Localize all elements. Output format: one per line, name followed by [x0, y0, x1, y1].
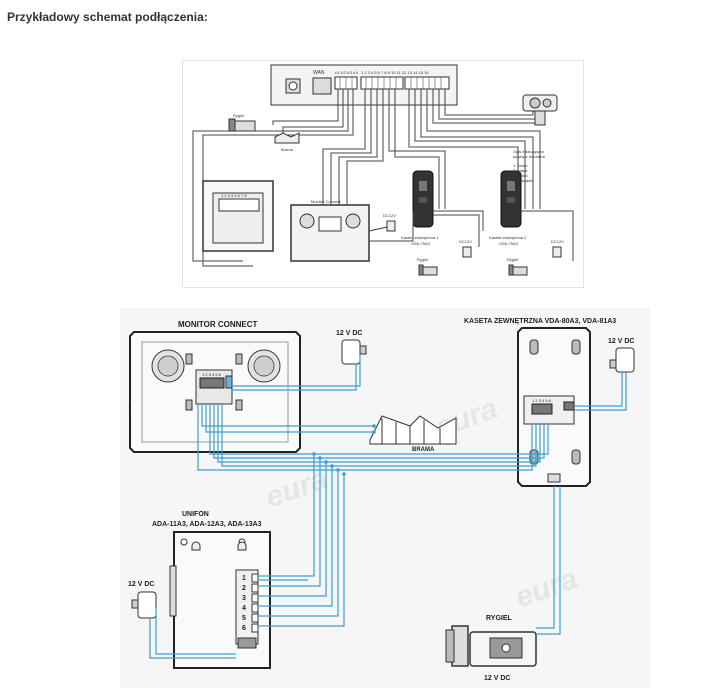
psu-station-2: [552, 246, 562, 258]
num-terminals-label: 1 2 3 4 5 6 7 8 9 10 11 12 13 14 15 16: [361, 70, 429, 75]
door-station-2: [500, 170, 522, 228]
gate-label-top: Brama: [281, 147, 294, 152]
wiring-diagram-bottom-svg: eura eura eura eura eura MONITOR CONNECT…: [121, 318, 635, 682]
handset-pins: 1 2 3 4 5 6: [242, 575, 246, 632]
psu-top-label: 12 V DC: [336, 330, 362, 337]
wiring-diagram-bottom: eura eura eura eura eura MONITOR CONNECT…: [120, 308, 650, 688]
gate-label: BRAMA: [412, 447, 435, 453]
psu-top: [341, 339, 367, 365]
wan-label: WAN: [313, 70, 325, 76]
handset-models: ADA-11A3, ADA-12A3, ADA-13A3: [152, 521, 262, 528]
handset-pin-2: 2: [242, 585, 246, 592]
handset-pin-5: 5: [242, 615, 246, 622]
monitor-connect: [129, 331, 301, 453]
terminal-block-1: [360, 76, 404, 90]
camera: [522, 94, 558, 126]
handset-unit: [202, 180, 274, 252]
handset-pin-1: 1: [242, 575, 246, 582]
lock-bottom-1-label: Rygiel: [417, 257, 428, 262]
psu-monitor: [386, 220, 396, 232]
controller-wires: [192, 89, 544, 267]
psu-station: [609, 347, 635, 373]
monitor-title: MONITOR CONNECT: [178, 320, 258, 329]
page-heading: Przykładowy schemat podłączenia:: [7, 10, 208, 24]
legend-item-3: 3. Video: [513, 173, 528, 178]
dc12v-monitor-label: DC12V: [383, 213, 396, 218]
legend-item-2: 2. Masa: [513, 168, 528, 173]
wiring-diagram-top-svg: WAN K1 K2 K3 K4 1 2 3 4 5 6 7 8 9 10 11 …: [192, 64, 574, 276]
lock-bottom-2-label: Rygiel: [507, 257, 518, 262]
door-station-2-model: VDA-75A3: [499, 241, 519, 246]
gate-icon-top: [274, 132, 300, 144]
handset-pin-3: 3: [242, 595, 246, 602]
psu-handset: [131, 591, 157, 619]
handset-pin-6: 6: [242, 625, 246, 632]
monitor-label-top: Monitor Connect: [311, 199, 341, 204]
door-station-1-model: VDA-75A3: [411, 241, 431, 246]
station-wires: [369, 210, 574, 261]
connection-wires: [149, 354, 627, 659]
psu-lock-label: 12 V DC: [484, 675, 510, 682]
dc12v-station1-label: DC12V: [459, 239, 472, 244]
monitor-terminal-label: 1 2 3 4 5 6: [202, 372, 222, 377]
psu-handset-label: 12 V DC: [128, 581, 154, 588]
legend-title-1: Opis żyłaczących: [513, 149, 544, 154]
door-station-2-label: Kaseta zewnętrzna 2: [489, 235, 527, 240]
terminal-screws: [339, 77, 442, 89]
svg-text:eura: eura: [511, 562, 582, 615]
psu-station-1: [462, 246, 472, 258]
door-station-title: KASETA ZEWNĘTRZNA VDA-80A3, VDA-81A3: [464, 318, 616, 325]
lock-top-left: [228, 118, 256, 132]
lock-bottom-1: [418, 264, 438, 276]
terminal-block-2: [404, 76, 450, 90]
psu-station-label: 12 V DC: [608, 338, 634, 345]
door-station-1: [412, 170, 434, 228]
legend-item-4: 4. Zasilanie: [513, 178, 534, 183]
power-jack-socket: [288, 81, 298, 91]
k-terminals-label: K1 K2 K3 K4: [335, 70, 359, 75]
lock-title: RYGIEL: [486, 615, 513, 622]
door-station-1-label: Kaseta zewnętrzna 1: [401, 235, 439, 240]
dc12v-station2-label: DC12V: [551, 239, 564, 244]
lock-label-top: Rygiel: [233, 113, 244, 118]
handset-pin-4: 4: [242, 605, 246, 612]
electric-lock: [445, 625, 537, 667]
door-station-terminal-label: 1 2 3 4 5 6: [532, 398, 552, 403]
wiring-diagram-top: WAN K1 K2 K3 K4 1 2 3 4 5 6 7 8 9 10 11 …: [182, 60, 584, 288]
legend-item-1: 1. Audio: [513, 163, 528, 168]
wire-junctions: [312, 424, 376, 476]
handset-title: UNIFON: [182, 511, 209, 518]
monitor-unit: [290, 204, 370, 262]
handset-terminal-label: 1 2 3 4 5 6 7 8: [221, 193, 247, 198]
legend-title-2: kasety z modułem: [513, 154, 546, 159]
lock-bottom-2: [508, 264, 528, 276]
gate-icon: [369, 415, 457, 445]
wan-port: [312, 77, 332, 95]
psu-monitor-wire: [368, 226, 388, 232]
handset: [169, 531, 271, 669]
